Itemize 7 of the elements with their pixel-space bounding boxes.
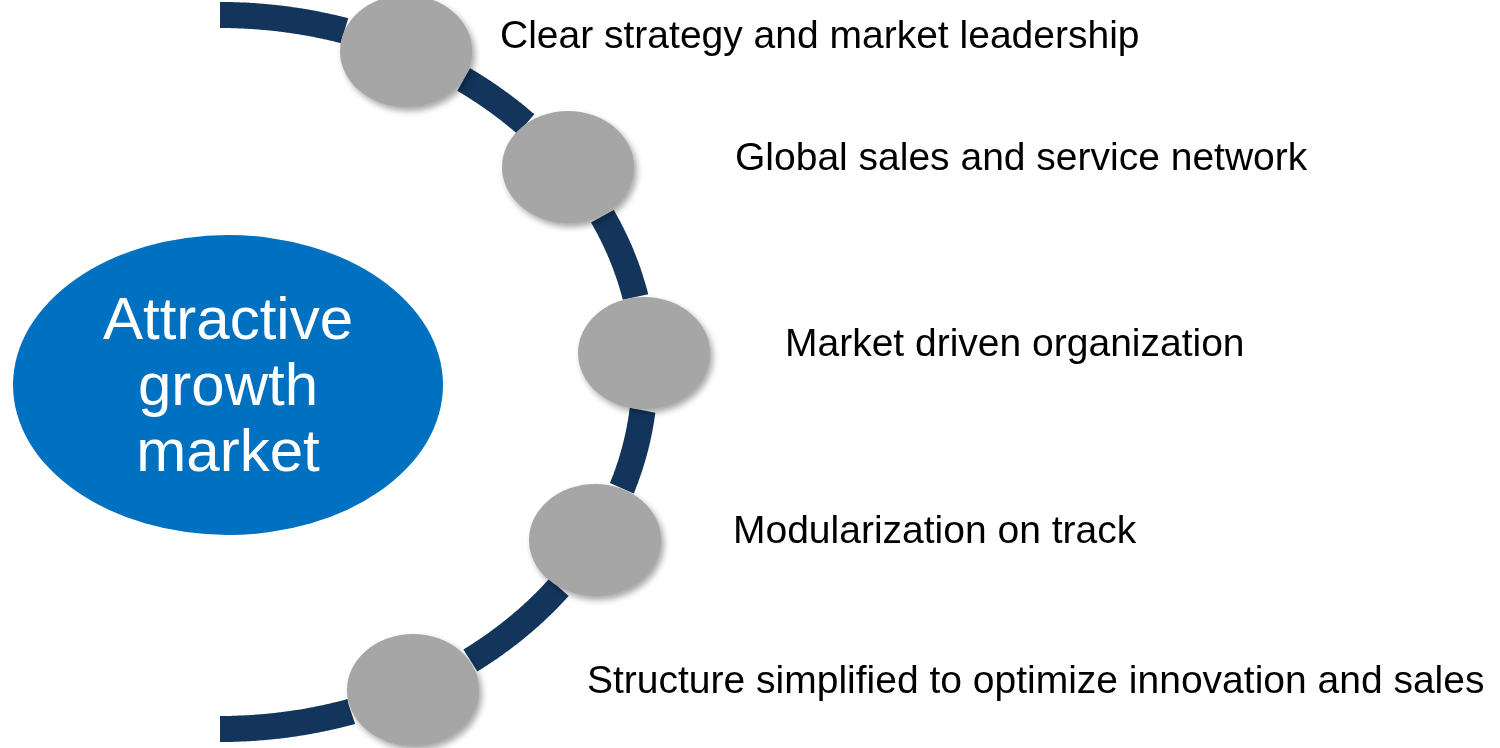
item-label: Clear strategy and market leadership xyxy=(500,12,1140,59)
item-label: Global sales and service network xyxy=(735,134,1308,181)
circle-title: Attractive growth market xyxy=(101,286,355,484)
item-label: Structure simplified to optimize innovation and sales xyxy=(587,657,1485,704)
item-label: Modularization on track xyxy=(733,506,1137,553)
item-label: Market driven organization xyxy=(785,320,1245,367)
bullet-circle xyxy=(340,0,473,108)
